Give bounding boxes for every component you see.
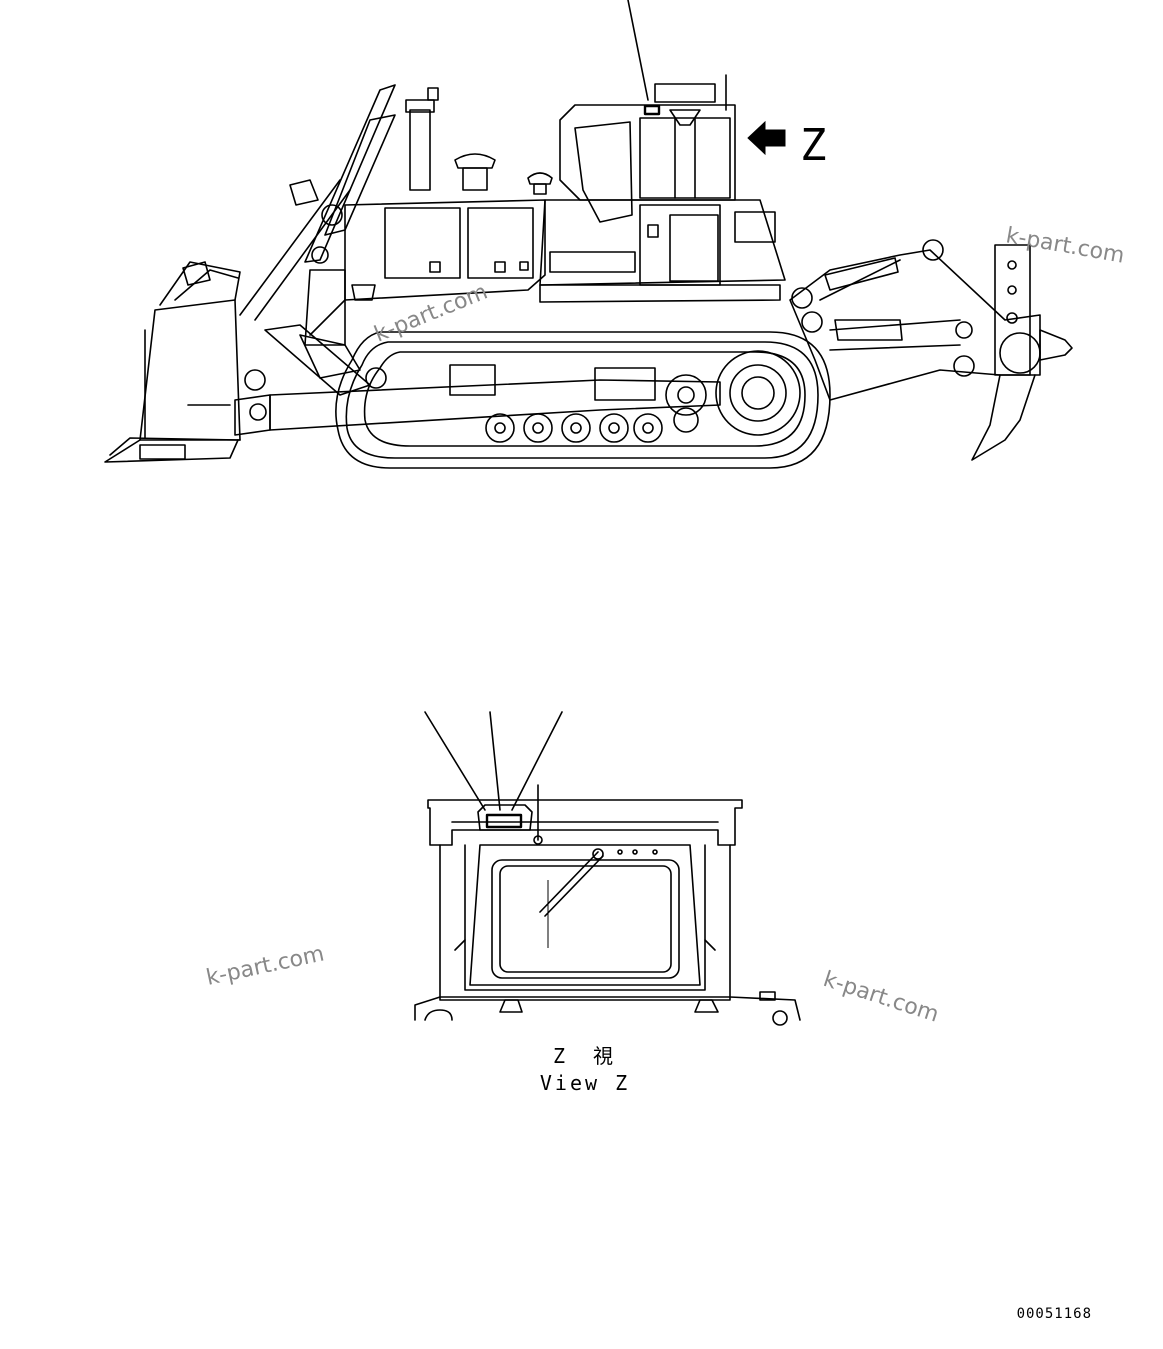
watermark-4: k-part.com — [820, 967, 942, 1028]
left-arrow-icon — [747, 120, 786, 156]
engine-hood — [304, 199, 546, 346]
view-z-indicator: Z — [747, 120, 827, 171]
rear-window — [491, 859, 680, 979]
drawing-number: 00051168 — [1017, 1306, 1092, 1322]
view-caption-jp: Z 視 — [553, 1044, 617, 1068]
blade-lift-cylinder — [289, 84, 396, 264]
view-letter-label: Z — [800, 120, 827, 171]
push-arm — [234, 179, 387, 436]
sprocket — [715, 350, 801, 436]
decal-cab-top — [643, 104, 661, 116]
track-rollers — [485, 374, 707, 443]
watermark-2: k-part.com — [371, 280, 491, 348]
ripper — [789, 239, 1073, 461]
view-z-detail — [414, 711, 801, 1026]
frame-block — [449, 364, 496, 396]
dozer-blade — [104, 261, 241, 463]
wiper — [539, 848, 658, 917]
view-caption-en: View Z — [540, 1071, 630, 1095]
rear-housing — [539, 199, 786, 303]
leader-line-3 — [511, 711, 563, 811]
exhaust-stack — [405, 87, 553, 195]
track — [335, 331, 831, 469]
leader-line-2 — [489, 711, 501, 811]
watermark-1: k-part.com — [1004, 223, 1126, 268]
watermark-3: k-part.com — [204, 942, 326, 991]
leader-line-top — [627, 0, 649, 101]
decal-roof — [485, 813, 523, 829]
leader-line-1 — [424, 711, 486, 811]
frame-block-2 — [594, 367, 656, 401]
bulldozer-side-view: Z — [104, 0, 1073, 469]
